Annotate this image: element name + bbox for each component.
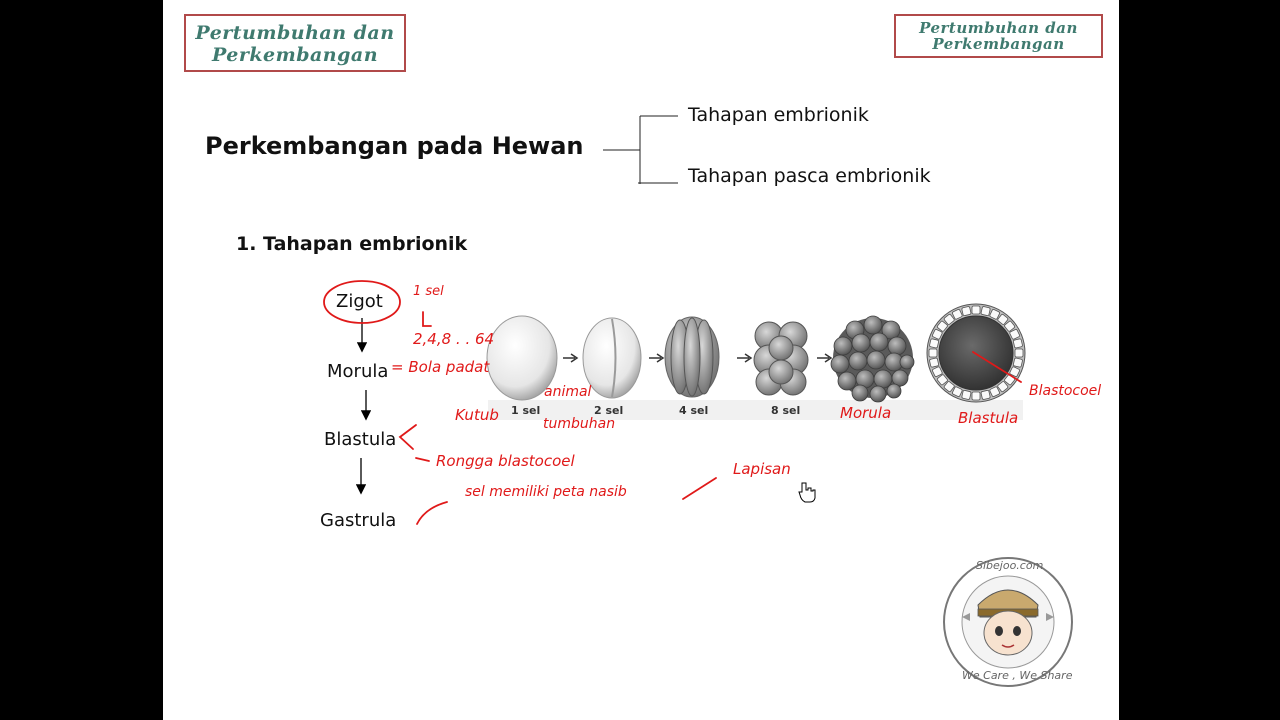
branch-label-embrionik: Tahapan embrionik bbox=[688, 104, 869, 126]
ink-cell-series: 2,4,8 . . 64 bbox=[413, 330, 495, 348]
blastula-cell bbox=[936, 320, 948, 332]
ink-morula-desc: = Bola padat bbox=[391, 358, 490, 376]
egg-8-cell bbox=[753, 321, 809, 396]
hand-cursor-icon bbox=[798, 482, 816, 503]
ink-arrow-down bbox=[422, 311, 432, 327]
ink-lapisan: Lapisan bbox=[733, 460, 791, 478]
morula-image bbox=[830, 315, 915, 403]
blastula-cell bbox=[997, 381, 1009, 393]
caption-2-sel: 2 sel bbox=[594, 404, 624, 417]
ink-dash bbox=[682, 477, 717, 500]
egg-2-cell bbox=[582, 317, 642, 399]
blastula-cell bbox=[1013, 357, 1023, 368]
branch-bracket bbox=[603, 115, 678, 184]
ink-zigot-cells: 1 sel bbox=[413, 284, 444, 299]
handwriting-strokes bbox=[323, 280, 1022, 525]
blastula-cell bbox=[980, 306, 991, 316]
blastula-cell bbox=[928, 348, 938, 358]
branch-label-pasca-embrionik: Tahapan pasca embrionik bbox=[688, 165, 931, 187]
header-box-right-line1: Pertumbuhan dan bbox=[919, 19, 1078, 37]
ink-blastula-label: Blastula bbox=[958, 409, 1019, 427]
blastula-cell bbox=[971, 391, 981, 401]
caption-8-sel: 8 sel bbox=[771, 404, 801, 417]
stage-gastrula: Gastrula bbox=[320, 510, 397, 531]
diagram-graphics bbox=[323, 115, 1026, 525]
arrow-3 bbox=[737, 353, 753, 363]
ink-rongga: Rongga blastocoel bbox=[436, 452, 575, 470]
blastula-cell bbox=[997, 313, 1009, 325]
ink-kutub: Kutub bbox=[455, 406, 499, 424]
blastula-cell bbox=[952, 309, 963, 320]
blastula-cell bbox=[936, 374, 948, 386]
blastula-cell bbox=[1013, 338, 1023, 349]
blastula-cell bbox=[1009, 366, 1020, 377]
stage-flow-arrows bbox=[355, 318, 372, 495]
arrow-4 bbox=[817, 353, 833, 363]
caption-4-sel: 4 sel bbox=[679, 404, 709, 417]
page-title: Perkembangan pada Hewan bbox=[205, 132, 584, 160]
blastula-cell bbox=[1014, 348, 1024, 358]
egg-4-cell bbox=[664, 316, 720, 398]
blastula-cell bbox=[1009, 329, 1020, 340]
blastula-brace bbox=[398, 424, 417, 450]
zigot-circle bbox=[323, 280, 401, 324]
header-box-left-line1: Pertumbuhan dan bbox=[195, 22, 395, 44]
header-box-right: Pertumbuhan dan Perkembangan bbox=[894, 14, 1103, 58]
stage-zigot: Zigot bbox=[336, 291, 383, 312]
blastula-cell bbox=[929, 338, 939, 349]
stage-blastula: Blastula bbox=[324, 429, 397, 450]
blastula-cell bbox=[961, 390, 972, 400]
blastula-cell bbox=[943, 313, 955, 325]
header-box-left: Pertumbuhan dan Perkembangan bbox=[184, 14, 406, 72]
ink-tumbuhan: tumbuhan bbox=[543, 416, 616, 432]
blastula-cell bbox=[971, 305, 981, 315]
header-box-right-line2: Perkembangan bbox=[932, 35, 1065, 53]
ink-blastocoel: Blastocoel bbox=[1029, 383, 1102, 399]
sibejoo-logo: Sibejoo.com We Care , We Share bbox=[940, 555, 1076, 689]
ink-morula-label: Morula bbox=[840, 404, 892, 422]
arrow-1 bbox=[563, 353, 579, 363]
blastula-cell bbox=[961, 306, 972, 316]
blastula-cell bbox=[932, 366, 943, 377]
egg-1-cell bbox=[486, 315, 558, 401]
blastula-cell bbox=[989, 386, 1000, 397]
blastula-cell bbox=[980, 390, 991, 400]
blastula-cell bbox=[1004, 320, 1016, 332]
logo-text-bottom: We Care , We Share bbox=[962, 669, 1073, 682]
section-heading: 1. Tahapan embrionik bbox=[236, 233, 468, 255]
slide: Pertumbuhan dan Perkembangan Pertumbuhan… bbox=[163, 0, 1119, 720]
arrow-2 bbox=[649, 353, 665, 363]
ink-animal: animal bbox=[544, 384, 592, 400]
header-box-left-line2: Perkembangan bbox=[211, 44, 379, 66]
embryo-figure bbox=[486, 303, 1026, 420]
gastrula-stroke bbox=[416, 501, 448, 525]
blastula-cell bbox=[929, 357, 939, 368]
blastula-cell bbox=[932, 329, 943, 340]
stage-morula: Morula bbox=[327, 361, 389, 382]
caption-1-sel: 1 sel bbox=[511, 404, 541, 417]
ink-tick bbox=[415, 457, 430, 462]
logo-text-top: Sibejoo.com bbox=[976, 559, 1044, 572]
ink-gastrula-desc: sel memiliki peta nasib bbox=[465, 484, 627, 500]
blastula-cell bbox=[989, 309, 1000, 320]
blastula-cell bbox=[943, 381, 955, 393]
blastula-cell bbox=[952, 386, 963, 397]
blastocoel-pointer bbox=[972, 351, 1022, 383]
figure-caption-strip bbox=[488, 400, 1023, 420]
